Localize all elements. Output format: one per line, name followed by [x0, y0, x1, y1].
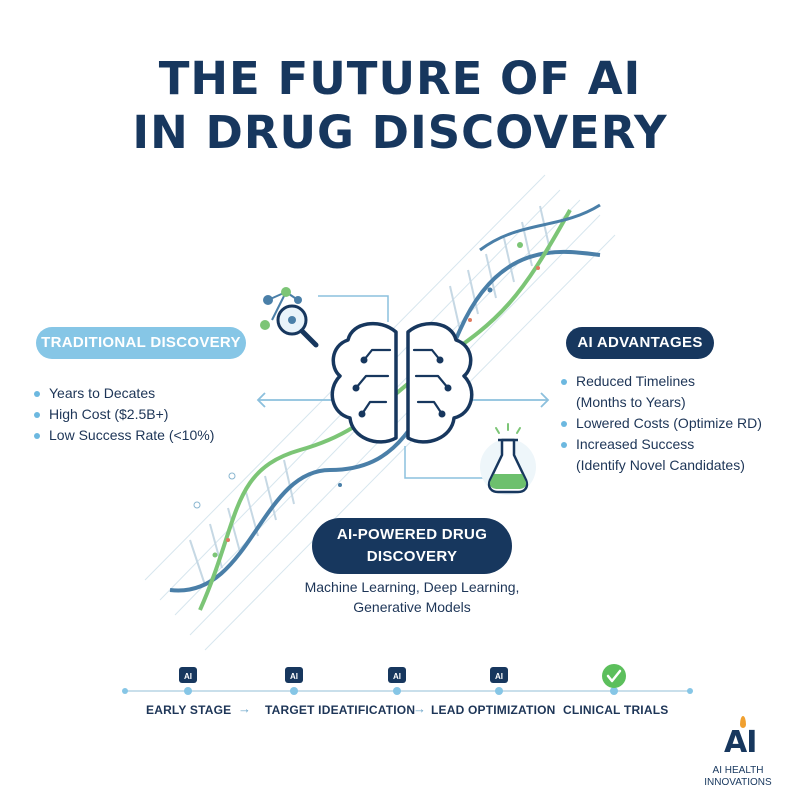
- stage-arrow-icon: →: [238, 701, 251, 716]
- advantages-list: Reduced Timelines (Months to Years) Lowe…: [561, 371, 791, 476]
- chip-text: AI: [184, 672, 192, 681]
- chip-text: AI: [393, 672, 401, 681]
- checkmark-icon: [602, 664, 626, 688]
- brain-icon: [330, 321, 474, 444]
- logo-line-2: INNOVATIONS: [704, 777, 772, 788]
- stage-arrow-icon: →: [413, 701, 426, 716]
- list-item: Low Success Rate (<10%): [34, 425, 274, 446]
- stage-chip-icon-3: AI: [388, 667, 406, 683]
- ai-powered-badge: AI-POWERED DRUG DISCOVERY: [312, 518, 512, 574]
- stage-label-target: TARGET IDEATIFICATION: [265, 703, 416, 717]
- dna-strand-blue-2: [479, 203, 601, 252]
- list-item: Increased Success: [561, 434, 791, 455]
- stage-chip-icon-2: AI: [285, 667, 303, 683]
- title-line-2: IN DRUG DISCOVERY: [132, 106, 668, 159]
- page-title: THE FUTURE OF AI IN DRUG DISCOVERY: [0, 52, 800, 160]
- chip-text: AI: [290, 672, 298, 681]
- list-item-detail: (Identify Novel Candidates): [576, 457, 745, 473]
- list-item: Years to Decates: [34, 383, 274, 404]
- traditional-list: Years to Decates High Cost ($2.5B+) Low …: [34, 383, 274, 446]
- ai-powered-description: Machine Learning, Deep Learning, Generat…: [276, 577, 548, 617]
- list-item: High Cost ($2.5B+): [34, 404, 274, 425]
- ai-desc-line-2: Generative Models: [353, 599, 471, 615]
- title-line-1: THE FUTURE OF AI: [158, 52, 642, 105]
- logo-mark: AI: [724, 725, 757, 760]
- stage-chip-icon-1: AI: [179, 667, 197, 683]
- ai-advantages-badge: AI ADVANTAGES: [566, 327, 714, 359]
- stage-chip-icon-4: AI: [490, 667, 508, 683]
- molecule-magnifier-icon: [260, 287, 319, 348]
- list-item: Reduced Timelines: [561, 371, 791, 392]
- stage-label-early: EARLY STAGE: [146, 703, 232, 717]
- chip-text: AI: [495, 672, 503, 681]
- stage-label-lead: LEAD OPTIMIZATION: [431, 703, 556, 717]
- dna-strand-blue: [169, 249, 601, 593]
- ai-powered-label-1: AI-POWERED DRUG: [336, 526, 488, 543]
- ai-powered-label-2: DISCOVERY: [366, 548, 458, 565]
- list-item: Lowered Costs (Optimize RD): [561, 413, 791, 434]
- timeline-nodes: AI AI AI AI: [179, 664, 626, 688]
- stage-label-clinical: CLINICAL TRIALS: [563, 703, 669, 717]
- arrow-right-icon: [472, 392, 550, 408]
- logo-text: AI HEALTH INNOVATIONS: [688, 765, 788, 789]
- flask-icon: [480, 423, 536, 495]
- ai-desc-line-1: Machine Learning, Deep Learning,: [304, 579, 520, 595]
- connectors: [318, 295, 494, 479]
- logo-flame-icon: [740, 716, 746, 728]
- timeline-dots: [122, 687, 693, 695]
- traditional-discovery-badge: TRADITIONAL DISCOVERY: [36, 327, 246, 359]
- logo-line-1: AI HEALTH: [712, 765, 764, 776]
- arrow-left-icon: [256, 392, 335, 408]
- list-item-detail: (Months to Years): [576, 394, 686, 410]
